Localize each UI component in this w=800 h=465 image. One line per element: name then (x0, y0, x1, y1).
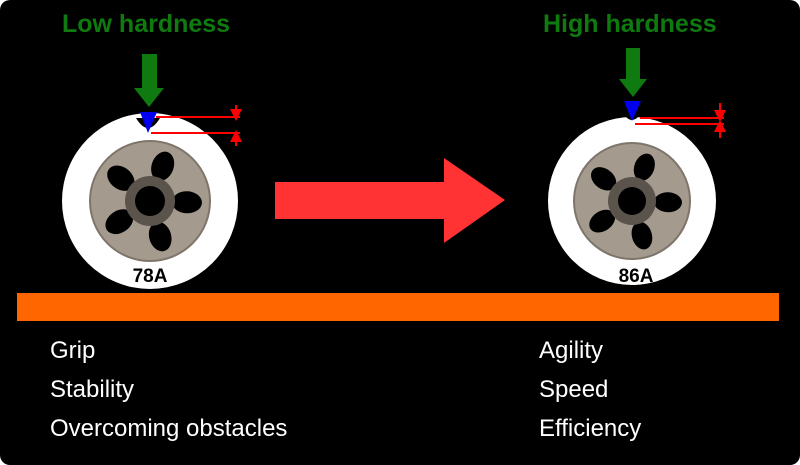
push-arrow-right (619, 48, 647, 97)
hub-holes-left (105, 151, 202, 252)
axle-hole-left (135, 186, 165, 216)
wheel-right (548, 117, 716, 285)
wheel-label-right: 86A (619, 266, 654, 287)
main-arrow (275, 158, 505, 243)
property-speed: Speed (539, 376, 609, 403)
axle-hole-right (618, 187, 646, 215)
property-stability: Stability (50, 376, 135, 403)
heading-low-hardness: Low hardness (62, 10, 231, 38)
wheel-label-left: 78A (133, 266, 168, 287)
push-arrow-left (134, 54, 164, 107)
property-overcoming-obstacles: Overcoming obstacles (50, 415, 288, 442)
hub-holes-right (589, 153, 682, 250)
wheel-left (62, 113, 238, 289)
indenter-right (624, 101, 641, 121)
heading-high-hardness: High hardness (543, 10, 717, 38)
indenter-left (140, 112, 157, 133)
ground-bar (17, 293, 779, 321)
property-grip: Grip (50, 337, 96, 364)
depth-measure-right (635, 103, 726, 138)
property-efficiency: Efficiency (539, 415, 642, 442)
depth-measure-left (151, 105, 242, 146)
property-agility: Agility (539, 337, 604, 364)
